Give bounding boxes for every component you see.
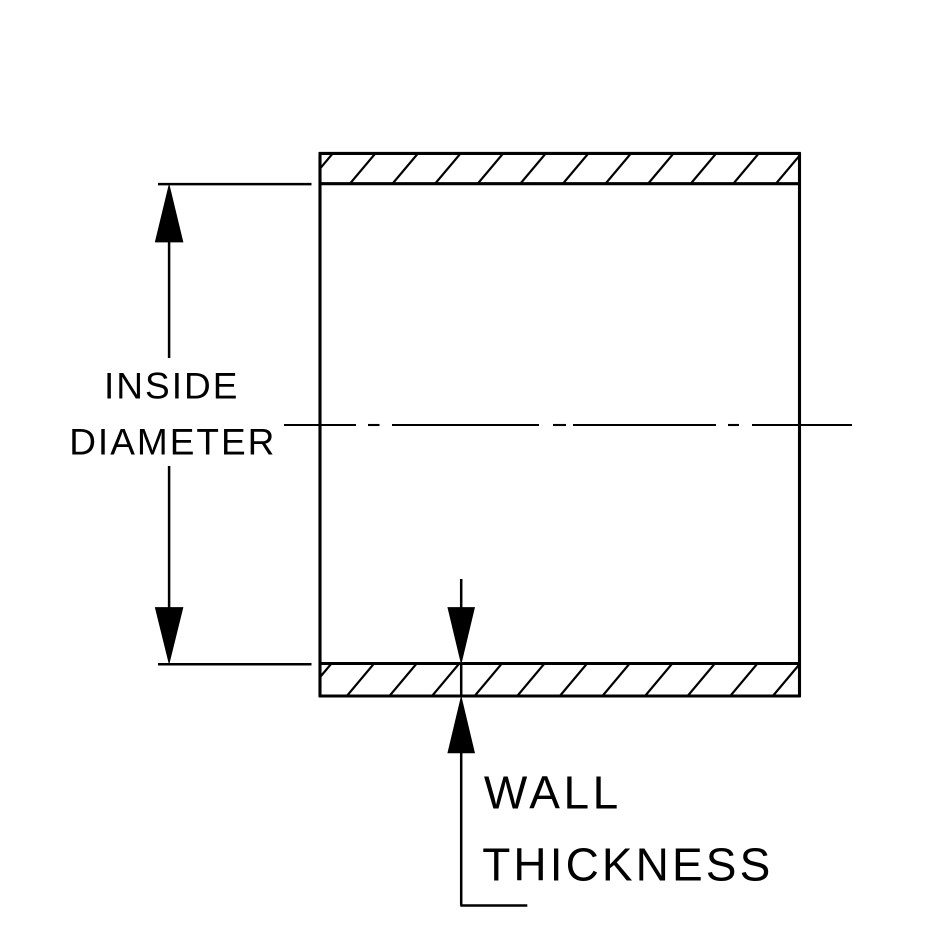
svg-text:WALL: WALL	[484, 767, 622, 819]
svg-text:INSIDE: INSIDE	[104, 365, 239, 406]
svg-text:DIAMETER: DIAMETER	[69, 421, 276, 462]
svg-text:THICKNESS: THICKNESS	[482, 839, 773, 891]
